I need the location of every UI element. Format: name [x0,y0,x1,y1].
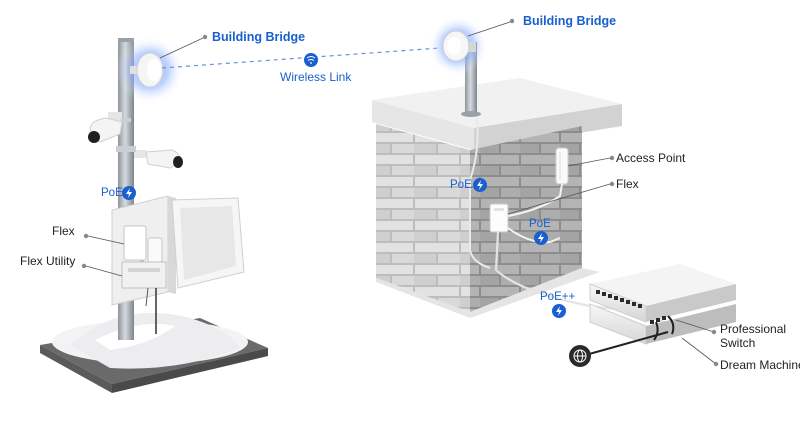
label-dream-machine: Dream Machine [720,358,800,372]
access-point-device [555,147,569,185]
label-poe-pole: PoE [101,187,123,199]
camera-upper [88,112,131,143]
professional-switch-device [589,264,736,323]
flex-utility-device [121,261,167,289]
label-access-point: Access Point [616,151,686,165]
label-poe-flex: PoE [529,218,551,230]
leader-lines [85,21,717,365]
camera-lower [134,149,183,169]
label-building-bridge-right: Building Bridge [523,14,617,28]
building [372,78,622,318]
flex-left-device [123,225,147,261]
label-professional-switch-line2: Switch [720,336,756,350]
bolt-icon [473,178,487,192]
label-flex-right: Flex [616,177,639,191]
label-poe-plus: PoE++ [540,291,576,303]
leader-dots [81,18,719,367]
label-building-bridge-left: Building Bridge [212,30,306,44]
bolt-icon [534,231,548,245]
wireless-link-line [161,47,441,69]
cable-poe-plus [494,231,641,314]
bolt-icon [552,304,566,318]
label-professional-switch-line1: Professional [720,322,787,336]
outdoor-enclosure [111,195,245,334]
internet-cable [581,331,669,357]
label-poe-wall: PoE [450,179,472,191]
cable-ap [507,183,563,217]
snow-ground-base [40,312,268,393]
building-bridge-right-device [428,16,488,76]
building-bridge-left-device [116,36,184,104]
globe-icon [569,345,591,367]
dream-machine-device [589,303,736,345]
label-flex-utility: Flex Utility [20,254,76,268]
bolt-icon [122,186,136,200]
label-flex-left: Flex [52,224,75,238]
wifi-link-icon [304,53,318,67]
label-wireless-link: Wireless Link [280,70,352,84]
cable-bridge-to-flex [469,117,491,269]
flex-right-device [489,203,509,233]
